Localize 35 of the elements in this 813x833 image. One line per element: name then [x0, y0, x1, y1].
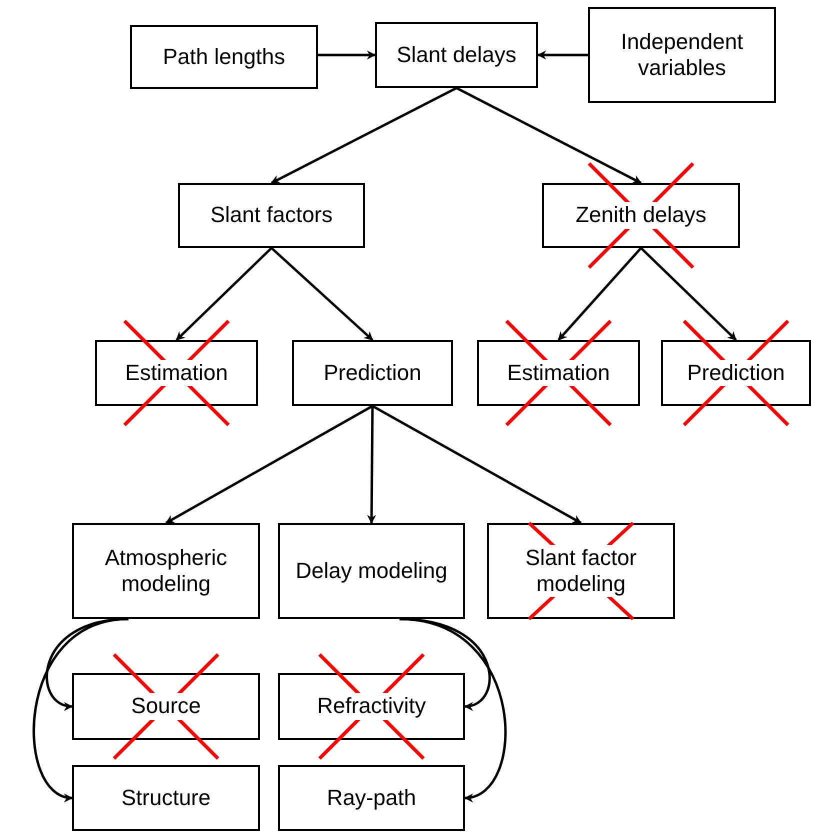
arrow — [165, 404, 374, 524]
process-box — [72, 765, 260, 831]
arrow — [640, 247, 737, 341]
box-label: Zenith delays — [576, 202, 706, 229]
box-label: Estimation — [507, 360, 610, 386]
arrow — [367, 406, 376, 524]
box-label: Refractivity — [317, 693, 426, 720]
process-box — [477, 340, 640, 406]
process-box — [292, 340, 453, 406]
arrow — [537, 50, 588, 60]
arrow — [558, 247, 642, 341]
arrow — [32, 618, 129, 800]
arrow — [399, 618, 507, 800]
arrow — [456, 86, 642, 184]
process-box — [72, 673, 260, 740]
process-box — [661, 340, 811, 406]
process-box — [178, 183, 365, 248]
process-box — [487, 523, 675, 619]
process-box — [542, 183, 740, 248]
arrow — [318, 50, 376, 60]
process-box — [95, 340, 258, 406]
arrow — [270, 86, 458, 184]
process-box — [588, 7, 776, 103]
process-box — [130, 25, 318, 89]
arrow — [270, 247, 374, 341]
arrow — [372, 404, 582, 524]
box-label: Source — [131, 693, 201, 720]
process-box — [278, 673, 465, 740]
process-box — [278, 765, 465, 831]
box-label: Estimation — [125, 360, 228, 386]
process-box — [278, 523, 465, 619]
box-label: Prediction — [687, 360, 785, 386]
process-box — [72, 523, 260, 619]
arrow — [176, 247, 272, 341]
process-box — [375, 22, 538, 88]
